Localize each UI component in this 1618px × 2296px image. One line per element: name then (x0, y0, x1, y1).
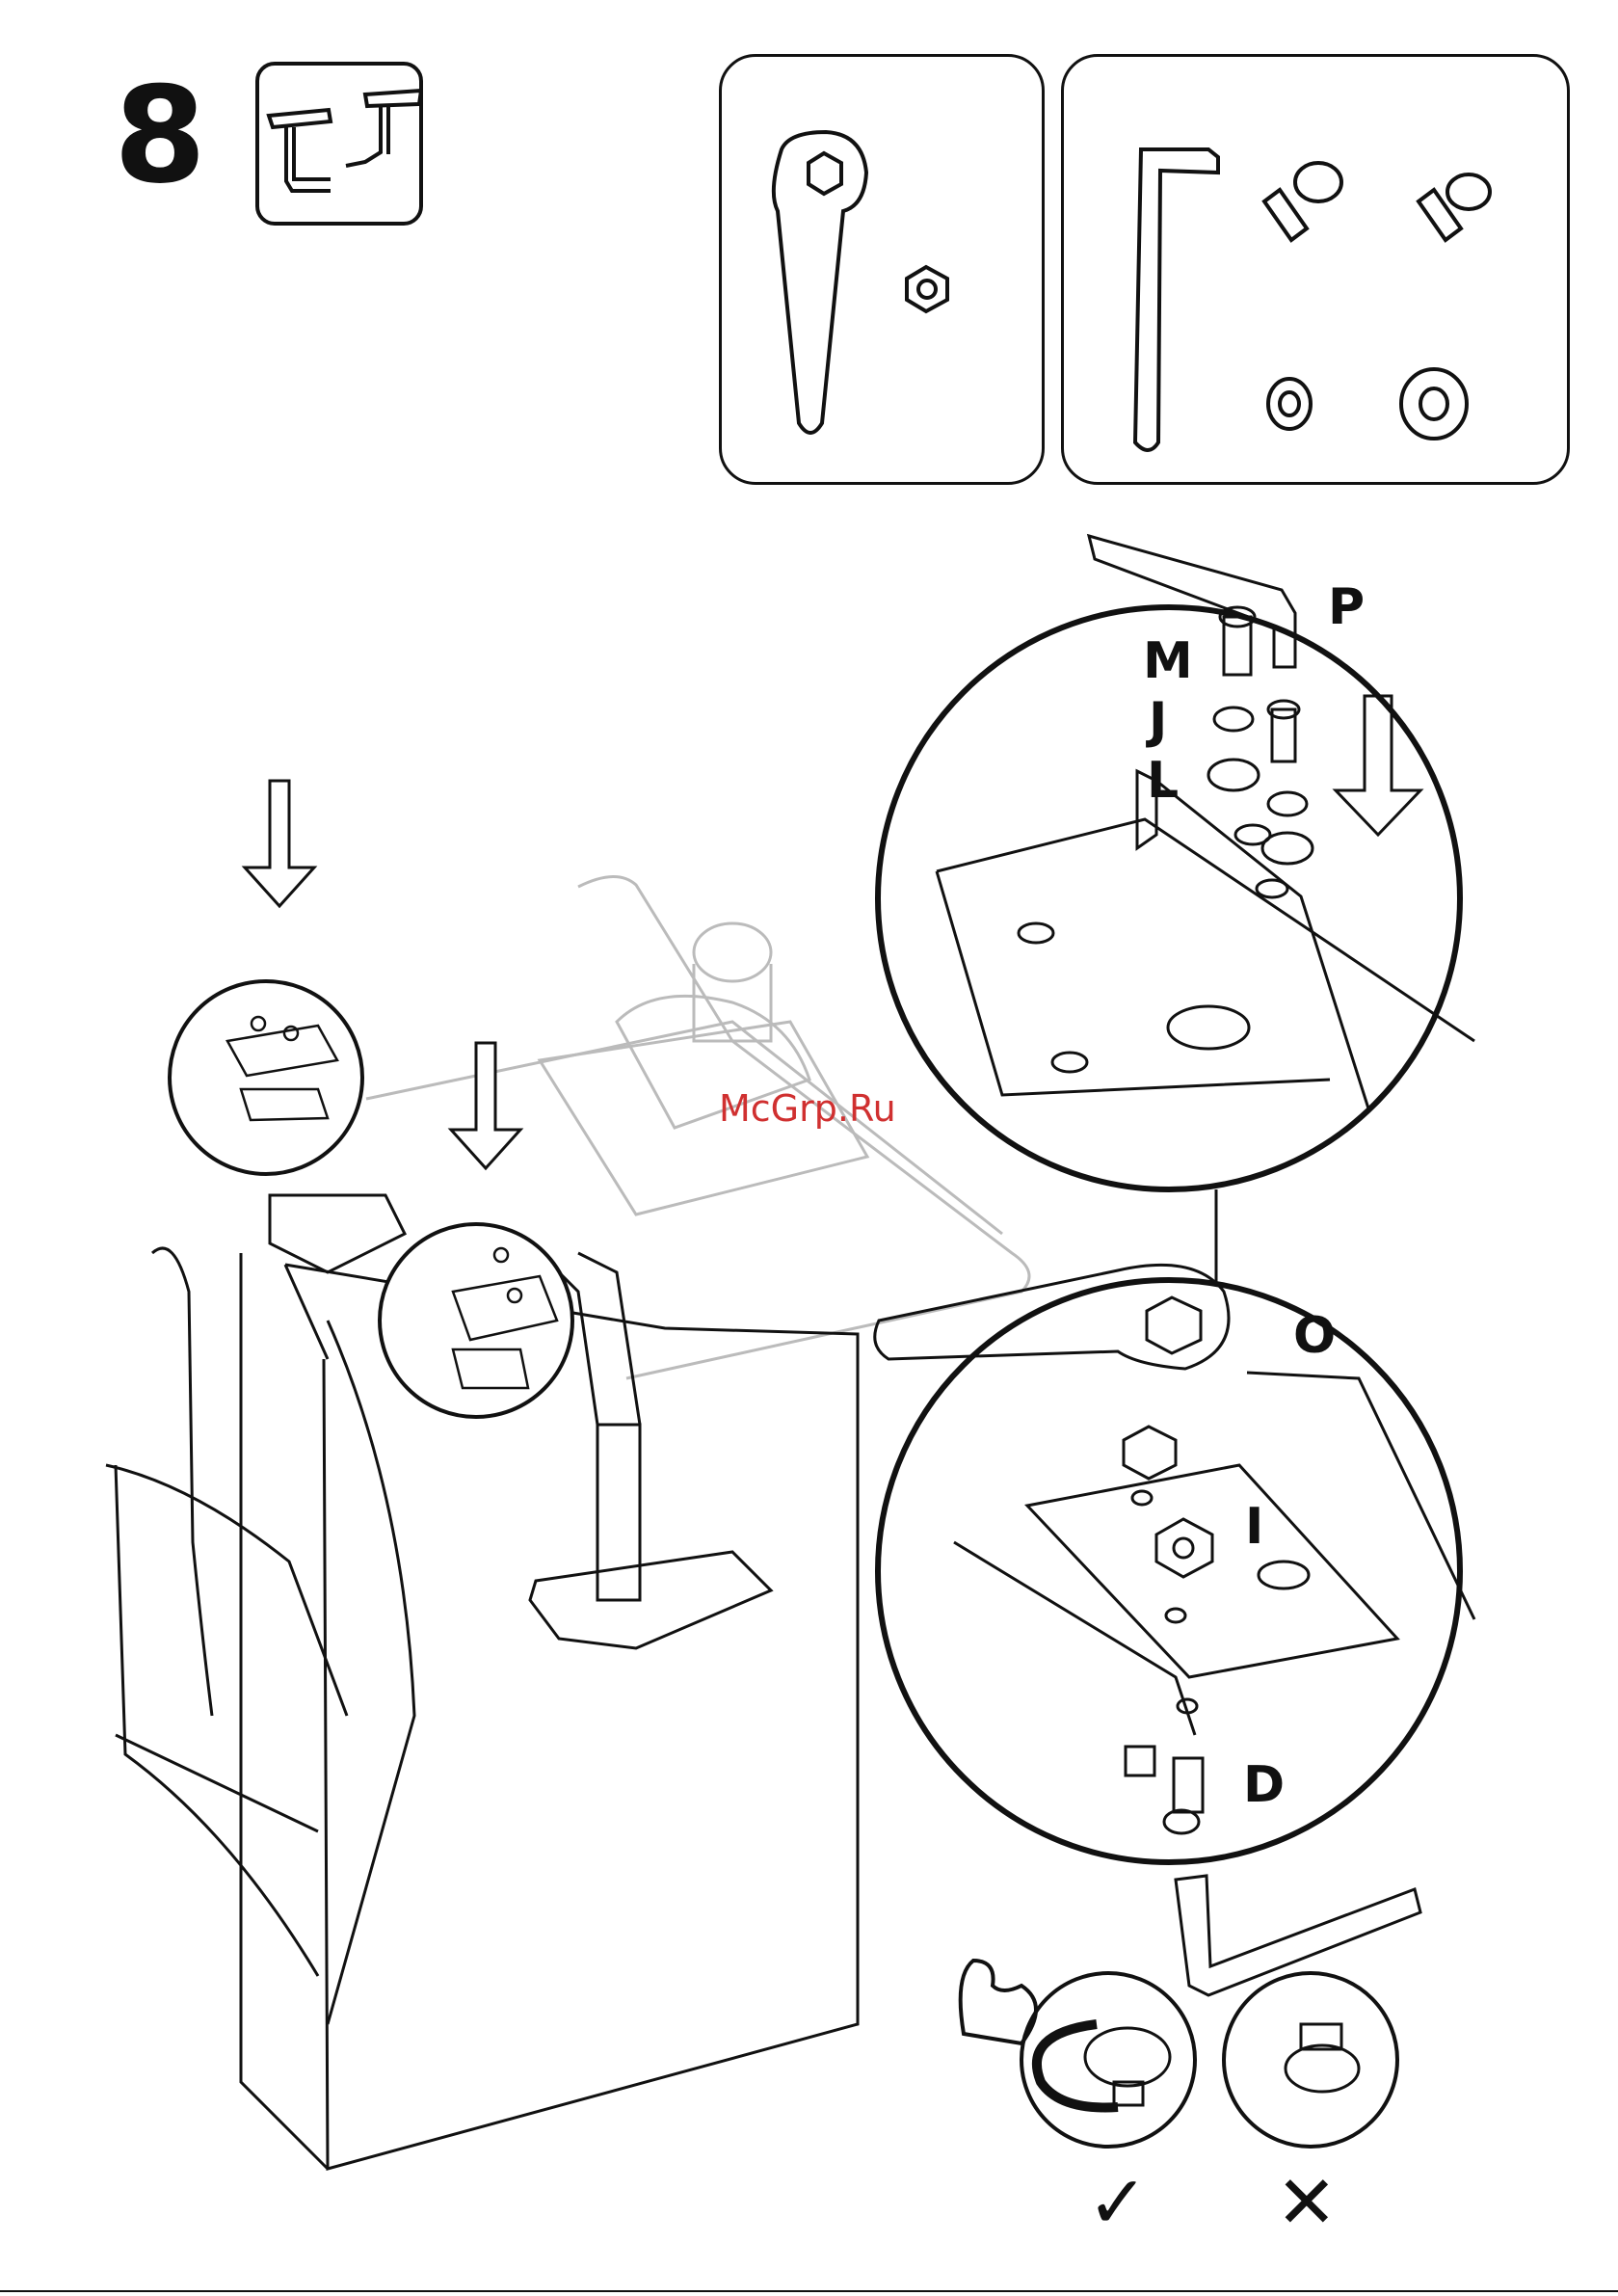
watermark: McGrp.Ru (719, 1087, 896, 1130)
checkmark-icon: ✓ (1087, 2159, 1149, 2245)
bottom-rule (0, 2290, 1618, 2292)
cross-icon: ✕ (1276, 2159, 1338, 2245)
label-L: L (1147, 756, 1179, 806)
label-J: J (1149, 696, 1167, 746)
label-I: I (1245, 1502, 1263, 1552)
label-P: P (1328, 582, 1365, 632)
label-O: O (1293, 1311, 1336, 1361)
label-M: M (1143, 636, 1193, 686)
label-D: D (1243, 1760, 1285, 1810)
